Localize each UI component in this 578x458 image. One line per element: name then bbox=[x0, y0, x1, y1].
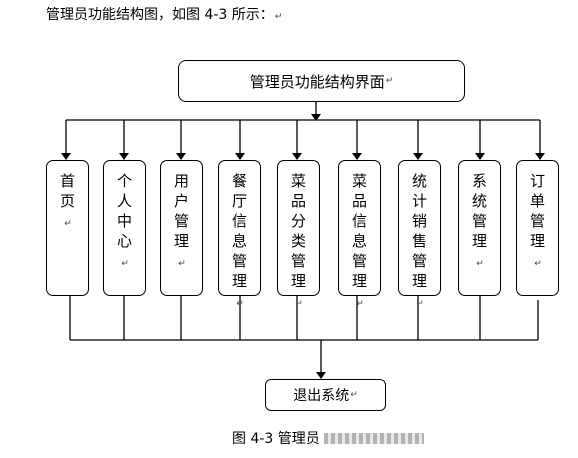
module-label: 订单管理↵ bbox=[529, 172, 545, 269]
paragraph-mark-icon: ↵ bbox=[121, 259, 129, 269]
intro-text: 管理员功能结构图，如图 4-3 所示：↵ bbox=[46, 6, 282, 26]
paragraph-mark-icon: ↵ bbox=[534, 259, 542, 269]
module-box-system-management: 系统管理↵ bbox=[458, 160, 501, 296]
root-label: 管理员功能结构界面 bbox=[249, 72, 385, 91]
module-box-personal-center: 个人中心↵ bbox=[103, 160, 146, 296]
blurred-text-watermark bbox=[323, 433, 424, 444]
paragraph-mark-icon: ↵ bbox=[274, 12, 283, 22]
module-box-sales-stats: 统计销售管理↵ bbox=[398, 160, 441, 309]
module-box-user-management: 用户管理↵ bbox=[160, 160, 203, 296]
module-label: 菜品信息管理↵ bbox=[351, 172, 367, 309]
paragraph-mark-icon: ↵ bbox=[236, 299, 244, 309]
module-label: 餐厅信息管理↵ bbox=[231, 172, 247, 309]
module-box-order-management: 订单管理↵ bbox=[516, 160, 559, 296]
caption-label: 图 4-3 管理员 bbox=[232, 431, 320, 447]
paragraph-mark-icon: ↵ bbox=[350, 390, 358, 400]
module-label: 首页↵ bbox=[59, 172, 75, 229]
paragraph-mark-icon: ↵ bbox=[295, 299, 303, 309]
module-label: 菜品分类管理↵ bbox=[290, 172, 306, 309]
exit-label: 退出系统 bbox=[293, 388, 350, 404]
module-box-dish-info: 菜品信息管理↵ bbox=[338, 160, 381, 309]
admin-function-root-box: 管理员功能结构界面↵ bbox=[178, 60, 465, 102]
exit-system-box: 退出系统↵ bbox=[265, 379, 386, 411]
paragraph-mark-icon: ↵ bbox=[64, 219, 72, 229]
intro-label: 管理员功能结构图，如图 4-3 所示： bbox=[46, 7, 274, 23]
module-label: 系统管理↵ bbox=[471, 172, 487, 269]
paragraph-mark-icon: ↵ bbox=[356, 299, 364, 309]
module-label: 用户管理↵ bbox=[173, 172, 189, 269]
module-box-home: 首页↵ bbox=[46, 160, 89, 296]
paragraph-mark-icon: ↵ bbox=[476, 259, 484, 269]
paragraph-mark-icon: ↵ bbox=[178, 259, 186, 269]
module-label: 统计销售管理↵ bbox=[411, 172, 427, 309]
paragraph-mark-icon: ↵ bbox=[385, 76, 394, 86]
paragraph-mark-icon: ↵ bbox=[416, 299, 424, 309]
figure-caption: 图 4-3 管理员 bbox=[232, 428, 424, 448]
module-box-restaurant-info: 餐厅信息管理↵ bbox=[218, 160, 261, 309]
module-box-dish-category: 菜品分类管理↵ bbox=[277, 160, 320, 309]
module-label: 个人中心↵ bbox=[116, 172, 132, 269]
